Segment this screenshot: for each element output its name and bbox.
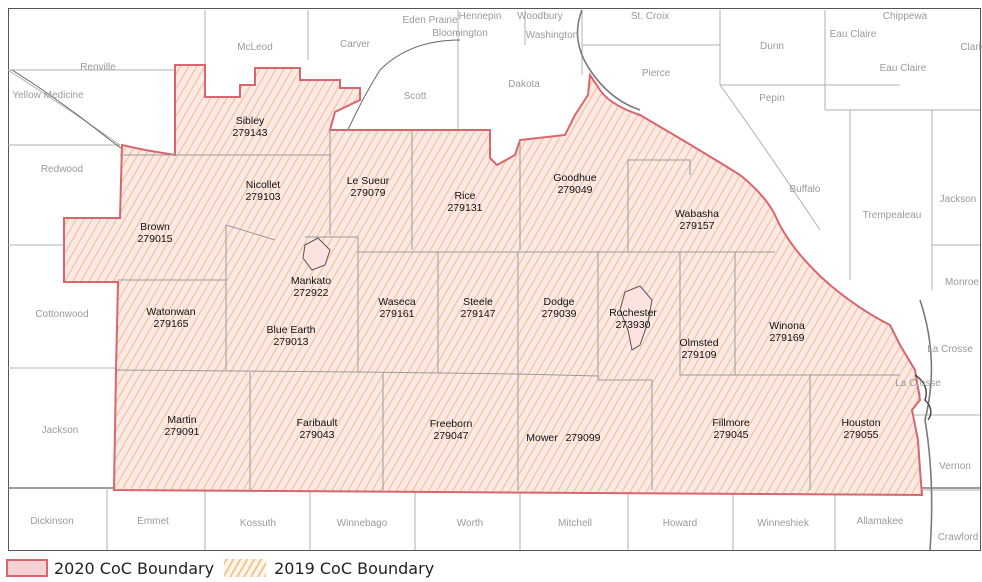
county-code: 279045 — [713, 429, 748, 441]
county-name: Mankato — [291, 275, 331, 287]
county-code: 279161 — [379, 308, 414, 320]
outside-county-lines — [7, 10, 980, 491]
outside-label: Allamakee — [857, 516, 904, 527]
legend-swatch-2019 — [224, 559, 267, 577]
outside-label: Dickinson — [30, 516, 73, 527]
outside-label: Eden Prairie — [402, 15, 457, 26]
outside-label: St. Croix — [631, 11, 669, 22]
region-map: McLeod Carver Eden Prairie Hennepin Bloo… — [7, 8, 982, 551]
county-code: 279039 — [541, 308, 576, 320]
outside-label: Clark — [960, 42, 982, 53]
outside-label: Winnebago — [337, 518, 388, 529]
county-code: 279131 — [447, 202, 482, 214]
county-code: 279013 — [273, 336, 308, 348]
outside-label: Emmet — [137, 516, 169, 527]
lacrosse-river — [914, 374, 932, 421]
outside-label: Pepin — [759, 93, 785, 104]
county-code: 279165 — [153, 318, 188, 330]
county-name: Steele — [463, 296, 493, 308]
county-code: 279049 — [557, 184, 592, 196]
county-name: Martin — [167, 414, 196, 426]
county-name: Sibley — [236, 115, 265, 127]
outside-label: Chippewa — [883, 11, 928, 22]
county-name: Watonwan — [146, 306, 195, 318]
legend-label-2019: 2019 CoC Boundary — [274, 558, 435, 578]
outside-label: Monroe — [945, 277, 979, 288]
outside-label: Kossuth — [240, 518, 276, 529]
county-name: Faribault — [297, 417, 338, 429]
outside-label: Hennepin — [459, 11, 502, 22]
county-name: Rice — [454, 190, 475, 202]
legend-label-2020: 2020 CoC Boundary — [54, 558, 215, 578]
mankato-city-outline — [302, 237, 331, 271]
county-name: Rochester — [609, 307, 657, 319]
iowa-county-lines — [106, 488, 836, 550]
outside-label: La Crosse — [895, 378, 941, 389]
outside-label: Washington — [526, 30, 578, 41]
outside-label: Bloomington — [432, 28, 488, 39]
county-name: Nicollet — [246, 179, 281, 191]
county-name: Brown — [140, 221, 170, 233]
outside-label: Dunn — [760, 41, 784, 52]
county-code: 279043 — [299, 429, 334, 441]
county-name: Olmsted — [679, 337, 718, 349]
outside-label: Carver — [340, 39, 371, 50]
outside-label: Redwood — [41, 164, 83, 175]
county-name: Goodhue — [553, 172, 596, 184]
outside-labels: McLeod Carver Eden Prairie Hennepin Bloo… — [12, 11, 982, 543]
outside-label: Howard — [663, 518, 697, 529]
outside-label: Pierce — [642, 68, 671, 79]
outside-label: Dakota — [508, 79, 540, 90]
county-name: Blue Earth — [266, 324, 315, 336]
county-code: 279099 — [565, 432, 600, 444]
outside-label: Renville — [80, 62, 116, 73]
county-name: Winona — [769, 320, 805, 332]
coc-region — [63, 64, 924, 497]
county-code: 279147 — [460, 308, 495, 320]
county-name: Waseca — [378, 296, 416, 308]
county-code: 279169 — [769, 332, 804, 344]
rochester-city-outline — [619, 285, 653, 351]
outside-label: La Crosse — [927, 344, 973, 355]
county-code: 279157 — [679, 220, 714, 232]
county-name: Mower — [526, 432, 558, 444]
county-name: Le Sueur — [347, 175, 390, 187]
county-code: 279103 — [245, 191, 280, 203]
outside-label: Scott — [404, 91, 427, 102]
county-name: Fillmore — [712, 417, 749, 429]
outside-label: Woodbury — [517, 11, 562, 22]
county-code: 279143 — [232, 127, 267, 139]
county-code: 279109 — [681, 349, 716, 361]
county-name: Wabasha — [675, 208, 719, 220]
county-code: 272922 — [293, 287, 328, 299]
legend-swatch-2020 — [6, 559, 48, 577]
outside-label: Eau Claire — [830, 29, 877, 40]
outside-label: Mitchell — [558, 518, 592, 529]
county-name: Freeborn — [430, 418, 473, 430]
county-code: 279015 — [137, 233, 172, 245]
map-legend: 2020 CoC Boundary 2019 CoC Boundary — [6, 557, 434, 579]
outside-label: Worth — [457, 518, 484, 529]
outside-label: Jackson — [42, 425, 79, 436]
county-code: 279079 — [350, 187, 385, 199]
county-code: 279091 — [164, 426, 199, 438]
outside-label: Cottonwood — [35, 309, 88, 320]
outside-label: Winneshiek — [757, 518, 810, 529]
county-code: 279047 — [433, 430, 468, 442]
outside-label: Eau Claire — [880, 63, 927, 74]
outside-label: McLeod — [237, 42, 273, 53]
outside-label: Vernon — [939, 461, 971, 472]
county-name: Dodge — [544, 296, 575, 308]
outside-label: Trempealeau — [863, 210, 922, 221]
outside-label: Jackson — [940, 194, 977, 205]
county-code: 279055 — [843, 429, 878, 441]
coc-county-lines — [115, 130, 900, 490]
outside-label: Crawford — [938, 532, 979, 543]
county-code: 273930 — [615, 319, 650, 331]
outside-label: Yellow Medicine — [12, 90, 84, 101]
outside-label: Buffalo — [790, 184, 821, 195]
county-name: Houston — [841, 417, 880, 429]
coc-county-labels: Sibley 279143 Nicollet 279103 Le Sueur 2… — [137, 115, 880, 444]
